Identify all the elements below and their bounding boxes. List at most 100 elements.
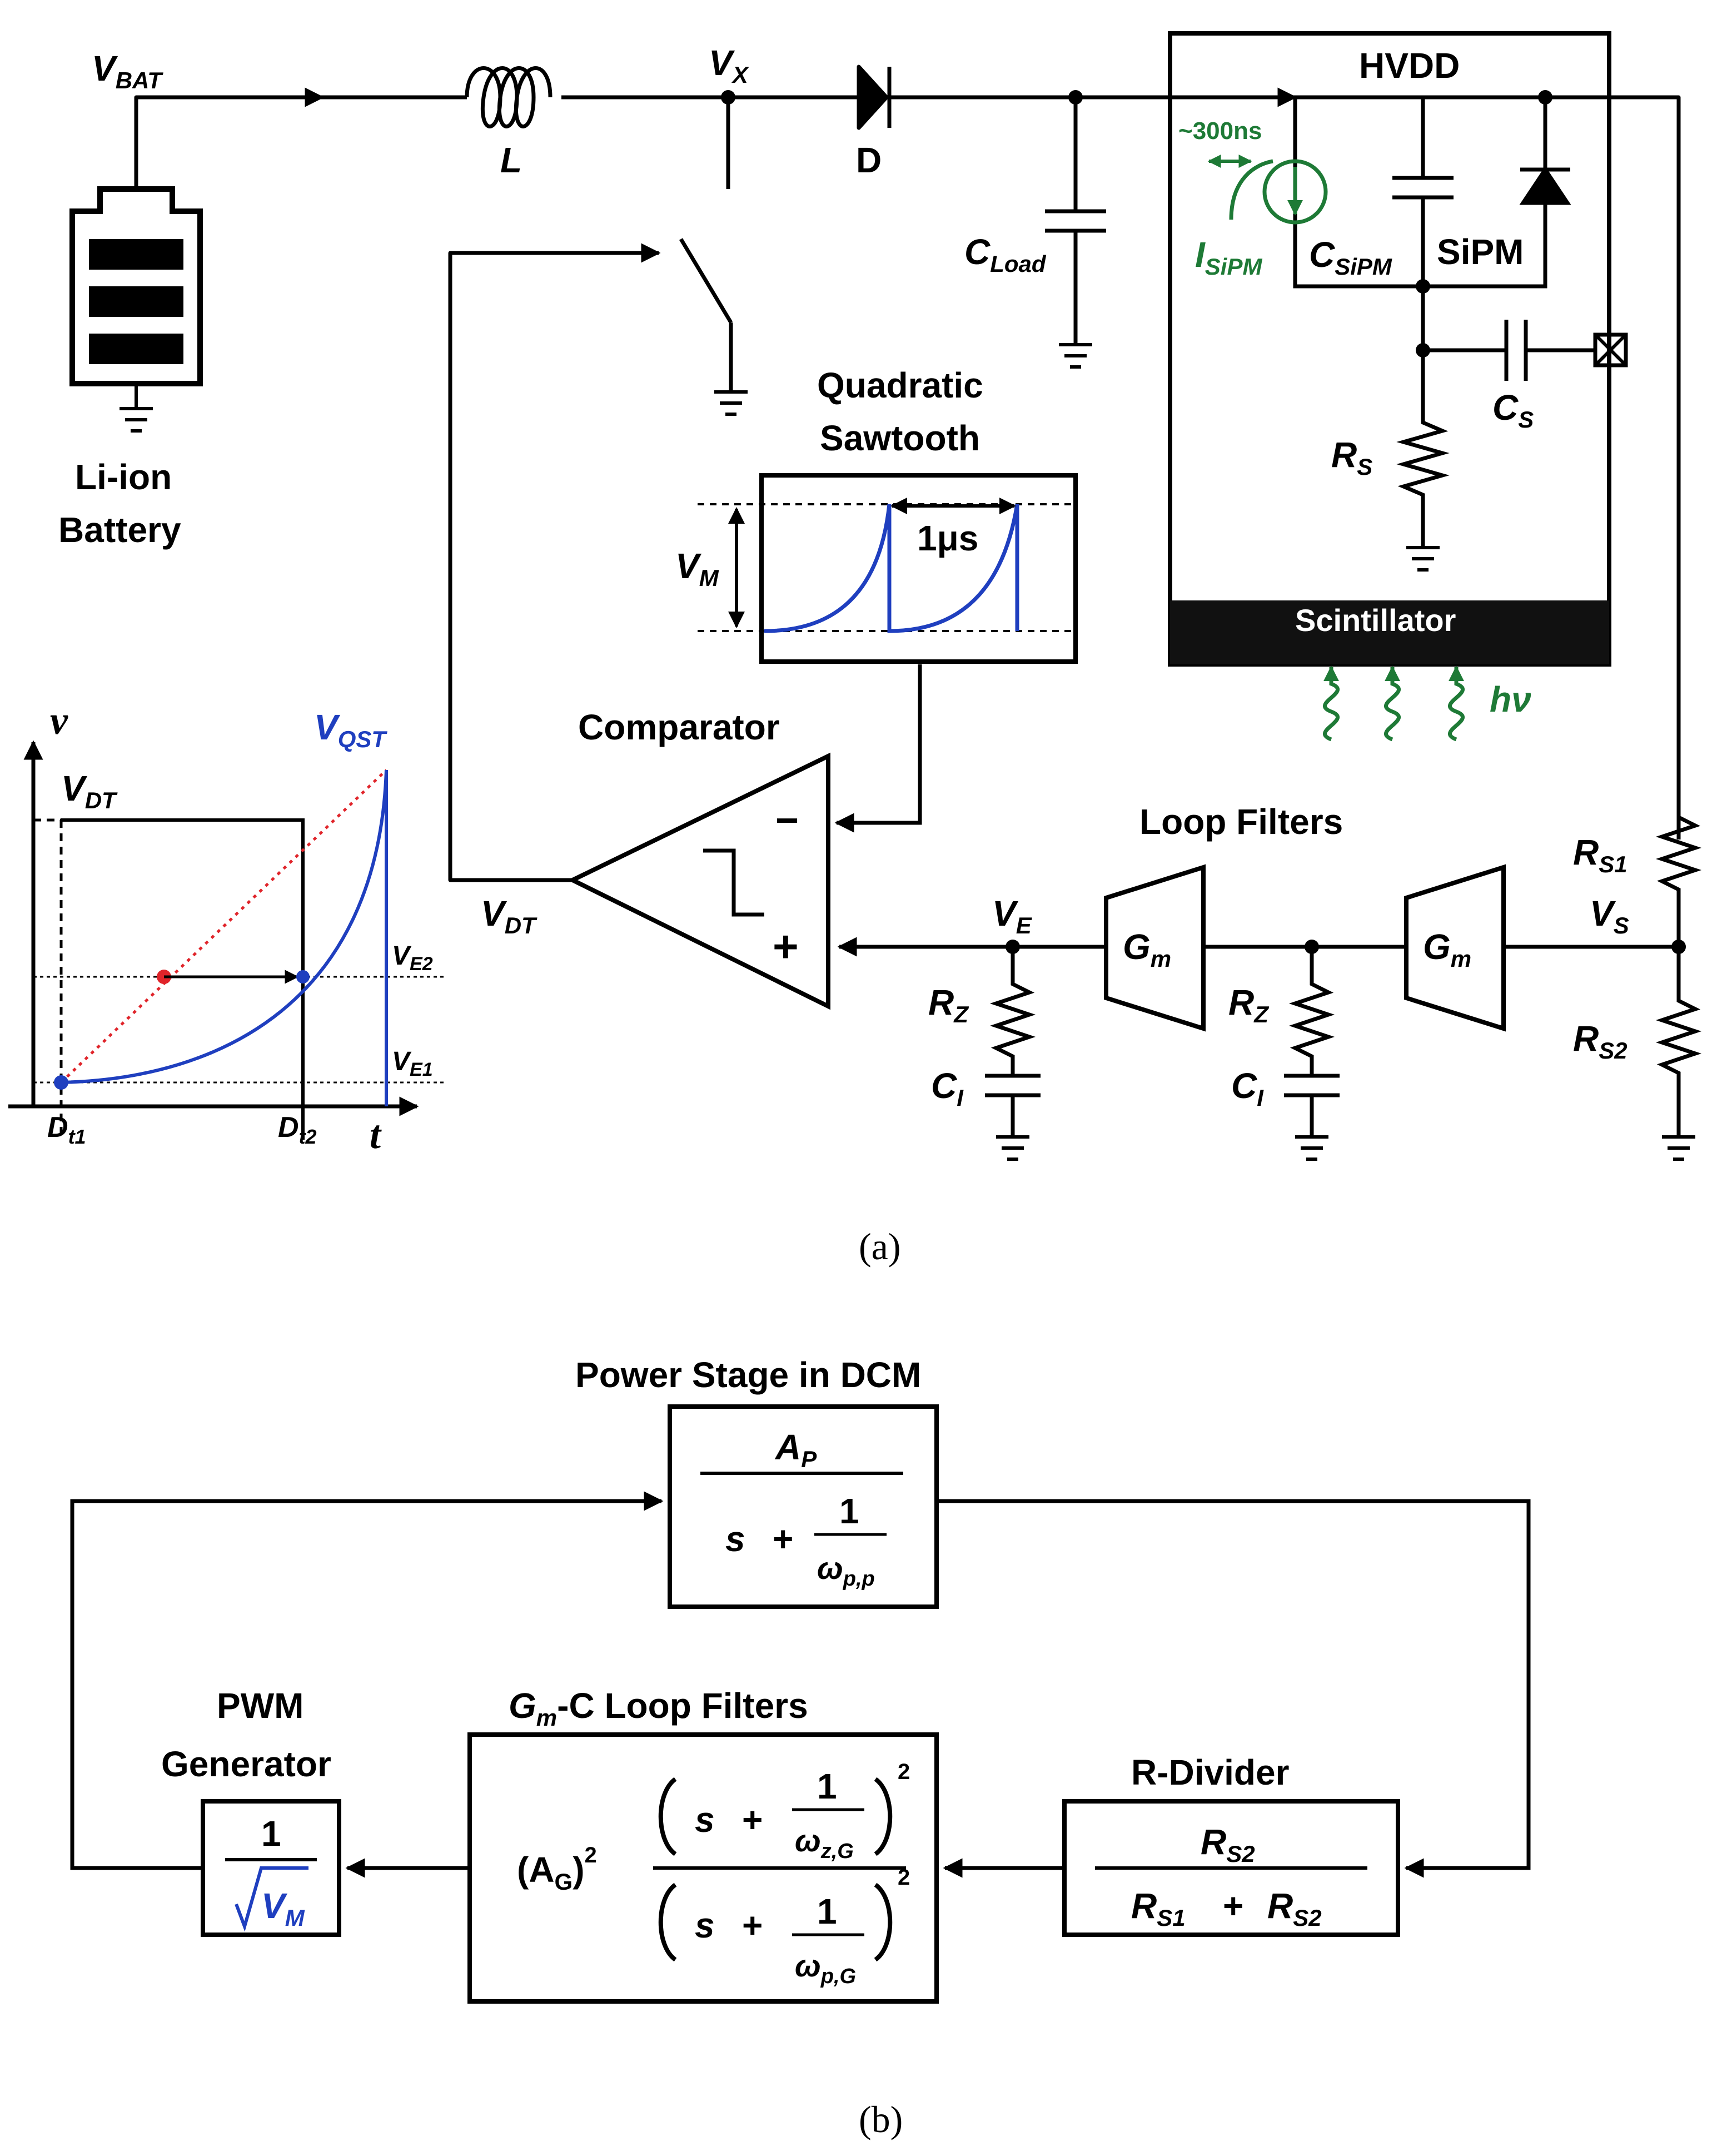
vdt-wire <box>448 243 661 882</box>
rs2-resistor <box>1655 947 1702 1137</box>
sawtooth-output <box>834 664 922 833</box>
inductor-coil <box>465 66 553 128</box>
filters-plus-num: + <box>742 1800 763 1840</box>
paren-glyphs <box>658 1777 893 1962</box>
sawtooth-wave <box>764 504 1019 633</box>
hvdd-label: HVDD <box>1359 46 1460 86</box>
ground-cload <box>1059 343 1092 369</box>
rz1-label: RZ <box>928 982 969 1027</box>
power-stage-title: Power Stage in DCM <box>575 1355 921 1395</box>
filters-s-den: s <box>695 1905 715 1945</box>
ground-rz1 <box>996 1135 1029 1161</box>
sipm-diode <box>1519 166 1571 205</box>
power-stage-s: s <box>725 1519 745 1559</box>
rz1 <box>985 947 1041 1137</box>
filters-omega-z: ωz,G <box>795 1823 854 1863</box>
photon-label: hν <box>1490 679 1531 719</box>
sipm-label: SiPM <box>1437 232 1524 272</box>
ve-label: VE <box>992 893 1033 938</box>
cload-cap <box>1045 97 1106 345</box>
divider-title: R-Divider <box>1131 1752 1290 1792</box>
cs-cap <box>1423 320 1595 381</box>
rs2-label: RS2 <box>1573 1019 1628 1064</box>
vx-label: VX <box>709 43 750 88</box>
gm2-label: Gm <box>1423 927 1471 972</box>
ci1-label: CI <box>931 1066 964 1111</box>
pwm-title-2: Generator <box>161 1744 331 1784</box>
rz2-label: RZ <box>1228 982 1269 1027</box>
power-stage-plus: + <box>773 1519 793 1559</box>
cload-label: CLoad <box>964 232 1047 277</box>
filters-one-num: 1 <box>817 1766 837 1806</box>
diode-label: D <box>856 140 882 180</box>
ground-rs2 <box>1662 1135 1695 1161</box>
rs1-label: RS1 <box>1573 832 1628 877</box>
gm2 <box>1404 864 1506 1032</box>
filters-one-den: 1 <box>817 1891 837 1931</box>
filters-exp-num: 2 <box>898 1760 910 1784</box>
caption-a: (a) <box>859 1225 900 1268</box>
power-stage-one: 1 <box>839 1491 859 1531</box>
comparator-minus: − <box>775 798 799 843</box>
ground-rz2 <box>1295 1135 1328 1161</box>
graph-dt1-label: Dt1 <box>47 1111 86 1148</box>
graph-dt2-label: Dt2 <box>278 1111 317 1148</box>
graph-v-label: v <box>50 698 68 743</box>
scintillator-bar <box>1170 600 1609 664</box>
junction-dots <box>721 90 1686 954</box>
photon-arrows <box>1323 665 1465 742</box>
graph-vdt-label: VDT <box>61 768 118 813</box>
csipm-label: CSiPM <box>1309 235 1392 280</box>
pwm-title-1: PWM <box>217 1686 303 1726</box>
battery-label-1: Li-ion <box>75 457 172 497</box>
csipm-cap <box>1392 97 1454 286</box>
rz2 <box>1284 947 1340 1137</box>
vbat-wire <box>134 95 467 189</box>
rs-wire <box>1396 286 1450 548</box>
gm1-label: Gm <box>1123 927 1171 972</box>
sawtooth-box <box>698 473 1078 833</box>
delay-label: ~300ns <box>1178 117 1262 145</box>
isipm-label: ISiPM <box>1195 235 1262 280</box>
ground-battery <box>120 384 153 433</box>
vbat-label: VBAT <box>92 48 163 93</box>
graph-t-label: t <box>370 1112 382 1157</box>
ground-switch <box>714 390 748 416</box>
output-pad <box>1593 332 1628 367</box>
pwm-to-power <box>70 1491 664 1870</box>
filters-gain: (AG)2 <box>517 1843 597 1895</box>
graph-ve1-label: VE1 <box>392 1047 433 1080</box>
graph-ve2-label: VE2 <box>392 941 433 975</box>
circuit-schematic <box>120 64 1681 882</box>
filters-s-num: s <box>695 1800 715 1840</box>
timing-graph <box>8 740 445 1140</box>
comparator-label: Comparator <box>578 707 780 747</box>
graph-vqst-label: VQST <box>314 707 387 753</box>
vs-label: VS <box>1590 893 1629 938</box>
caption-b: (b) <box>859 2098 903 2140</box>
quadratic-ramp <box>61 769 388 1106</box>
filters-exp-den: 2 <box>898 1865 910 1890</box>
feedback-wire-out <box>937 1499 1531 1878</box>
divider-den-b: RS2 <box>1267 1886 1322 1931</box>
divider-num: RS2 <box>1201 1822 1255 1867</box>
filters-plus-den: + <box>742 1905 763 1945</box>
battery-icon <box>69 186 203 386</box>
vm-label: VM <box>675 546 719 591</box>
linear-ramp <box>60 769 387 1084</box>
diode <box>857 64 892 130</box>
battery-label-2: Battery <box>58 510 181 550</box>
pwm-one: 1 <box>261 1814 281 1854</box>
loop-filter-network <box>837 815 1702 1161</box>
ci2-label: CI <box>1231 1066 1264 1111</box>
vdt-pulse <box>61 818 305 1140</box>
filters-omega-p: ωp,G <box>795 1948 856 1988</box>
pwm-vm: VM <box>261 1886 305 1931</box>
comparator-plus: + <box>773 922 799 971</box>
inductor-label: L <box>500 140 522 180</box>
ground-rs <box>1406 546 1440 572</box>
rs-label: RS <box>1331 435 1372 480</box>
gm1 <box>1104 864 1206 1032</box>
block-diagram <box>70 1404 1531 2004</box>
power-stage-num: AP <box>774 1427 817 1472</box>
